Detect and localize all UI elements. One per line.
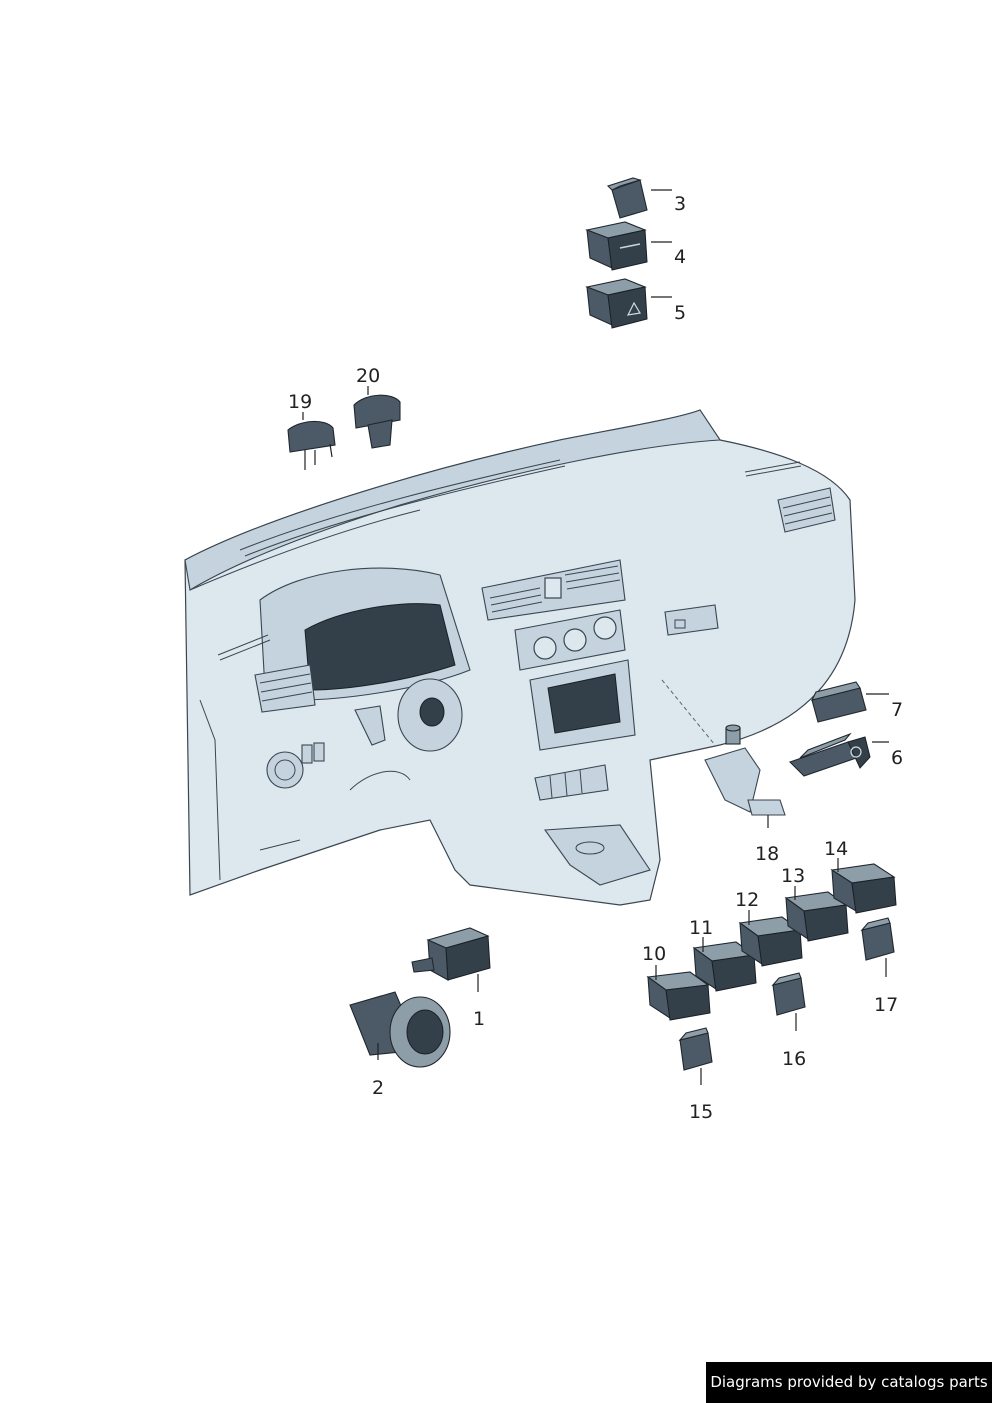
credit-banner: Diagrams provided by catalogs parts — [706, 1362, 992, 1403]
part-18-bracket-sensor — [704, 724, 786, 816]
callout-3: 3 — [674, 193, 686, 215]
callout-14: 14 — [824, 838, 848, 860]
callout-16: 16 — [782, 1048, 806, 1070]
callout-11: 11 — [689, 917, 713, 939]
dashboard-illustration — [184, 409, 856, 906]
part-20-cap — [353, 394, 401, 449]
callout-2: 2 — [372, 1077, 384, 1099]
callout-19: 19 — [288, 391, 312, 413]
part-14-switch — [830, 863, 897, 914]
part-17-blank-cover — [860, 917, 895, 961]
part-7-cover — [810, 681, 867, 723]
leader-lines — [302, 189, 889, 1085]
callout-7: 7 — [891, 699, 903, 721]
part-5-hazard-switch — [585, 278, 648, 329]
part-11-switch — [692, 941, 757, 992]
callout-1: 1 — [473, 1008, 485, 1030]
part-1-light-switch-module — [411, 927, 491, 981]
callout-5: 5 — [674, 302, 686, 324]
callout-4: 4 — [674, 246, 686, 268]
part-3-blank-cover — [606, 177, 648, 219]
part-2-headlight-switch — [349, 991, 451, 1068]
part-4-switch — [585, 221, 648, 271]
callout-18: 18 — [755, 843, 779, 865]
callout-20: 20 — [356, 365, 380, 387]
callout-13: 13 — [781, 865, 805, 887]
part-10-switch — [646, 971, 711, 1021]
callout-labels: 3 4 5 19 20 7 6 18 14 13 12 11 10 1 2 17… — [288, 193, 903, 1123]
part-15-blank-cover — [678, 1027, 713, 1071]
callout-17: 17 — [874, 994, 898, 1016]
part-19-cap — [287, 420, 336, 470]
part-16-blank-cover — [771, 972, 806, 1016]
callout-6: 6 — [891, 747, 903, 769]
callout-15: 15 — [689, 1101, 713, 1123]
part-12-switch — [738, 916, 803, 967]
callout-12: 12 — [735, 889, 759, 911]
callout-10: 10 — [642, 943, 666, 965]
part-6-switch — [788, 732, 871, 777]
